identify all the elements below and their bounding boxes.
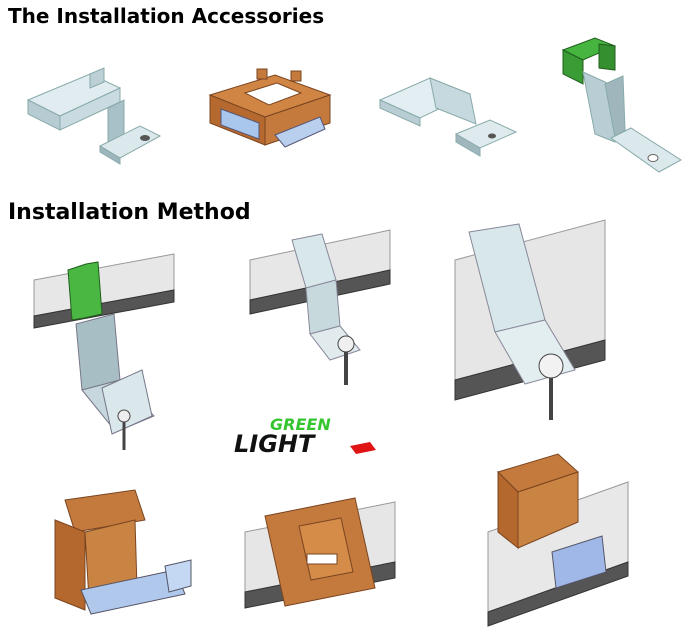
accessories-section-title: The Installation Accessories (8, 4, 325, 28)
method-orange-bracket-on-rail (244, 492, 396, 627)
accessory-green-clip-bracket (555, 37, 685, 178)
method-green-clip-on-rail (33, 240, 214, 460)
svg-text:LIGHT: LIGHT (234, 430, 316, 456)
svg-text:GREEN: GREEN (270, 415, 331, 434)
method-orange-bracket-with-plate (487, 452, 629, 627)
accessory-orange-bracket (205, 65, 335, 165)
method-large-metal-bracket (454, 219, 606, 430)
accessory-flat-metal-bracket (370, 70, 520, 165)
installation-method-title: Installation Method (8, 200, 251, 225)
greenlight-logo: GREEN LIGHT (230, 412, 410, 456)
accessory-metal-clamp-bracket (20, 60, 170, 170)
method-orange-bracket-open (45, 489, 195, 620)
method-metal-bracket-screw (249, 229, 391, 400)
